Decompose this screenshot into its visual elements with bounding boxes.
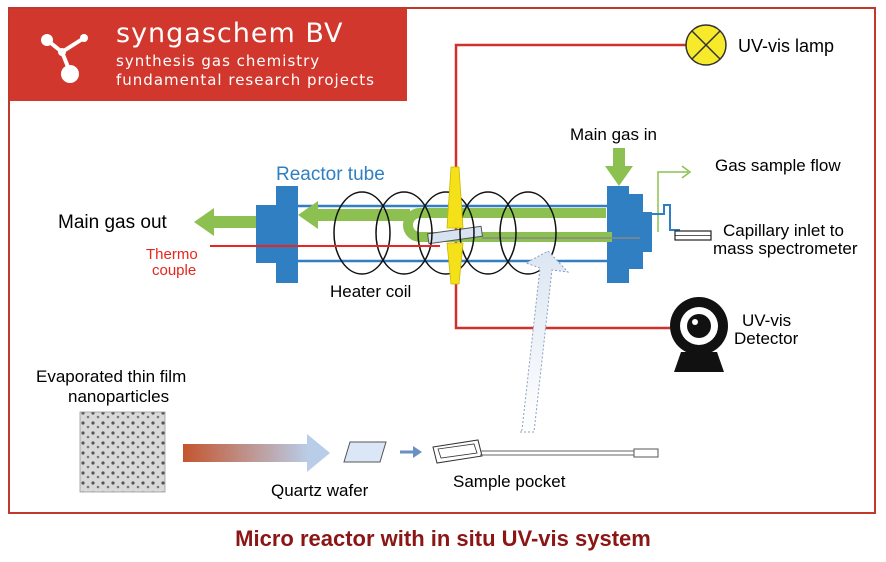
main-gas-in-label: Main gas in <box>570 125 657 144</box>
main-gas-in-arrow <box>605 148 633 186</box>
detector-label-line2: Detector <box>734 329 799 348</box>
brand-banner: syngaschem BV synthesis gas chemistry fu… <box>10 9 407 101</box>
uv-vis-detector-icon <box>670 297 728 372</box>
main-gas-out-arrow <box>298 201 410 229</box>
brand-tagline-1: synthesis gas chemistry <box>116 52 320 70</box>
evaporated-film-label-line1: Evaporated thin film <box>36 367 186 386</box>
insertion-arrow <box>518 250 570 433</box>
sample-pocket-label: Sample pocket <box>453 472 566 491</box>
sample-in-reactor <box>427 225 640 245</box>
reactor-right-flange <box>607 186 629 283</box>
main-gas-exit-arrow <box>194 208 256 236</box>
gas-sample-flow-label: Gas sample flow <box>715 156 841 175</box>
brand-tagline-2: fundamental research projects <box>116 71 375 89</box>
nanoparticle-micrograph <box>79 411 166 493</box>
evaporated-film-label-line2: nanoparticles <box>68 387 169 406</box>
thermocouple-label-line1: Thermo <box>146 246 198 263</box>
reactor-tube-label: Reactor tube <box>276 164 385 185</box>
small-arrow <box>400 446 422 458</box>
heater-coil <box>333 191 557 275</box>
internal-gas-path <box>403 208 612 242</box>
optical-probe <box>446 166 464 285</box>
process-arrow <box>183 434 330 472</box>
reactor-right-cap-1 <box>629 194 643 269</box>
brand-name: syngaschem BV <box>116 18 344 49</box>
reactor-left-flange-outer <box>256 205 276 263</box>
main-gas-out-label: Main gas out <box>58 212 168 233</box>
reactor-left-flange-inner <box>276 186 298 283</box>
detector-label-line1: UV-vis <box>742 311 791 330</box>
capillary-label-line1: Capillary inlet to <box>723 221 844 240</box>
quartz-wafer-label: Quartz wafer <box>271 481 369 500</box>
molecule-logo-icon <box>41 34 88 83</box>
capillary-inlet <box>652 204 712 241</box>
reactor-right-cap-2 <box>643 212 652 252</box>
sample-pocket-shape <box>432 439 659 464</box>
uv-vis-lamp-icon <box>685 24 727 66</box>
uv-vis-lamp-label: UV-vis lamp <box>738 36 834 56</box>
thermocouple-label-line2: couple <box>152 262 196 279</box>
quartz-wafer-shape <box>343 441 387 463</box>
brand-banner-background <box>10 9 407 101</box>
capillary-label-line2: mass spectrometer <box>713 239 858 258</box>
gas-sample-flow-line <box>657 165 692 232</box>
figure-caption: Micro reactor with in situ UV-vis system <box>235 526 651 551</box>
heater-coil-label: Heater coil <box>330 282 411 301</box>
